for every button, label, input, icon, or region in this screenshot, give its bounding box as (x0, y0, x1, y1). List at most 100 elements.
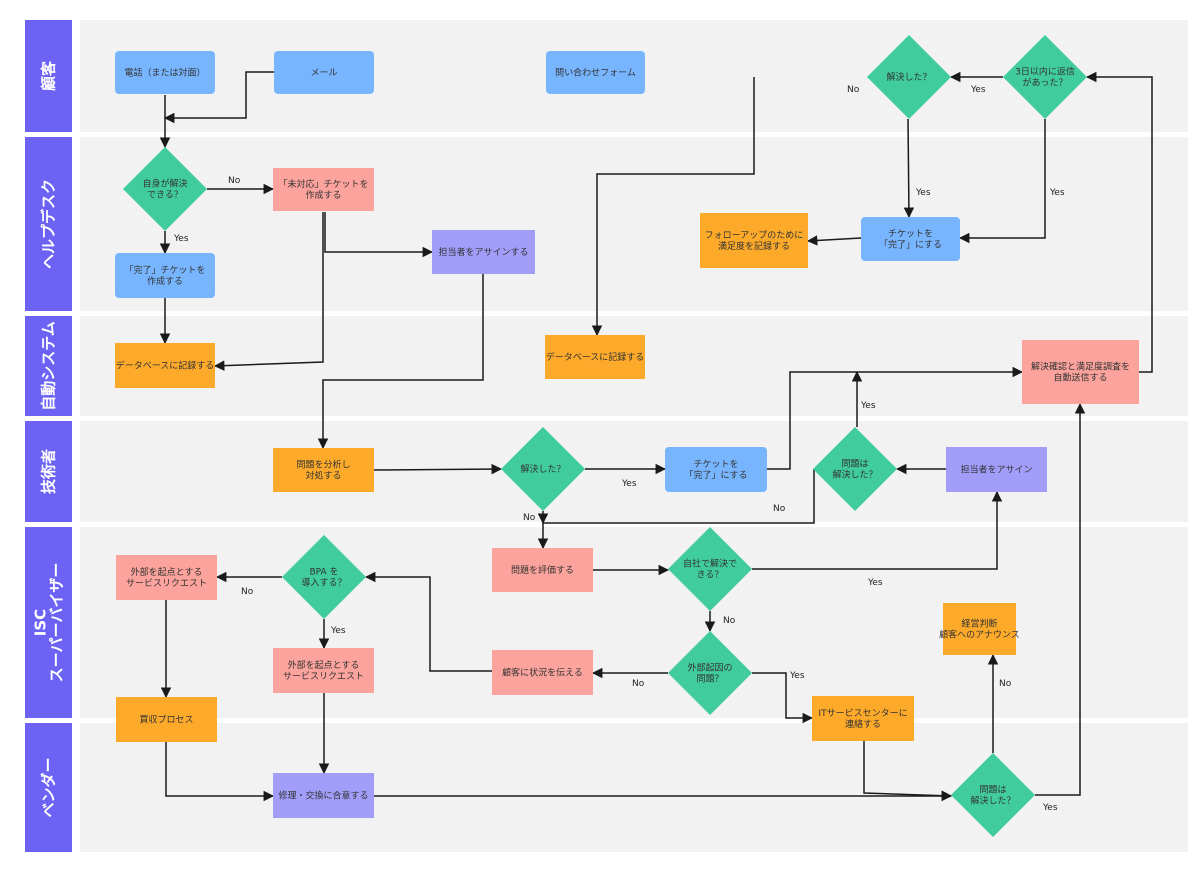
node-done-ticket-create[interactable]: 「完了」チケットを作成する (115, 253, 215, 298)
decision-diamond (1003, 35, 1087, 119)
node-label: 電話（または対面） (124, 67, 205, 79)
lane-background (80, 527, 1188, 718)
node-issue-resolved-eng[interactable]: 問題は解決した？ (813, 427, 897, 511)
node-close-ticket-eng[interactable]: チケットを「完了」にする (665, 447, 767, 492)
connector-arrow (1085, 71, 1153, 373)
connector-arrow (213, 212, 324, 371)
decision-diamond (501, 427, 585, 511)
process-box (700, 213, 808, 268)
lane-header (25, 137, 72, 311)
edge-label-no: No (999, 679, 1012, 689)
node-external-req1[interactable]: 外部を起点とするサービスリクエスト (116, 555, 217, 600)
node-assign-hd[interactable]: 担当者をアサインする (432, 230, 535, 274)
lane-label: 技術者 (40, 449, 58, 494)
lane-label: ISCスーパーバイザー (32, 563, 66, 683)
connector-arrow (537, 469, 815, 550)
connectors (159, 71, 1153, 802)
node-label: 買収プロセス (139, 714, 193, 726)
node-open-ticket[interactable]: 「未対応」チケットを作成する (273, 168, 374, 211)
process-box (273, 648, 374, 693)
process-box (116, 555, 217, 600)
edge-label-yes: Yes (789, 671, 805, 681)
node-purchase[interactable]: 買収プロセス (116, 697, 217, 742)
node-label: 問題を分析し対処する (296, 459, 350, 482)
process-box (274, 51, 374, 94)
lane-label: 顧客 (40, 60, 58, 91)
process-box (116, 697, 217, 742)
node-notify-customer[interactable]: 顧客に状況を伝える (492, 650, 593, 695)
edge-label-no: No (241, 587, 254, 597)
lane-label: ベンダー (40, 757, 58, 817)
connector-arrow (752, 490, 1003, 570)
connector-arrow (317, 274, 484, 450)
node-label: BPA を導入する？ (301, 567, 346, 589)
node-label: 「未対応」チケットを作成する (278, 178, 368, 201)
node-form[interactable]: 問い合わせフォーム (546, 51, 645, 94)
node-auto-send[interactable]: 解決確認と満足度調査を自動送信する (1022, 340, 1139, 404)
node-label: メール (310, 69, 337, 79)
connector-arrow (806, 235, 862, 246)
flow-nodes: 電話（または対面）メール問い合わせフォーム解決した？3日以内に返信があった？自身… (115, 35, 1139, 837)
connector-arrow (767, 366, 1024, 470)
node-bpa[interactable]: BPA を導入する？ (282, 535, 366, 619)
connector-arrow (373, 463, 503, 475)
process-box (545, 335, 645, 379)
node-resolved-vendor[interactable]: 問題は解決した？ (951, 753, 1035, 837)
node-label: 問題は解決した？ (970, 785, 1015, 807)
node-label: 3日以内に返信があった？ (1015, 66, 1075, 89)
node-resolved-customer[interactable]: 解決した？ (867, 35, 951, 119)
node-mail[interactable]: メール (274, 51, 374, 94)
edge-label-no: No (523, 513, 536, 523)
edge-label-no: No (773, 504, 786, 514)
node-self-resolve[interactable]: 自身が解決できる？ (123, 147, 207, 231)
node-label: データベースに記録する (546, 351, 645, 363)
process-box (115, 253, 215, 298)
node-label: 担当者をアサインする (438, 246, 528, 258)
node-label: 「完了」チケットを作成する (124, 264, 205, 287)
node-followup[interactable]: フォローアップのために満足度を記録する (700, 213, 808, 268)
node-analyze[interactable]: 問題を分析し対処する (273, 448, 374, 492)
lane-background (80, 137, 1188, 311)
process-box (665, 447, 767, 492)
node-mgmt[interactable]: 経営判断顧客へのアナウンス (939, 603, 1020, 655)
node-resolved-eng[interactable]: 解決した？ (501, 427, 585, 511)
edge-label-no: No (723, 616, 736, 626)
connector-arrow (958, 119, 1046, 244)
node-it-center[interactable]: ITサービスセンターに連絡する (812, 696, 914, 741)
node-external-cause[interactable]: 外部起因の問題？ (668, 631, 752, 715)
process-box (492, 650, 593, 695)
node-label: チケットを「完了」にする (684, 459, 747, 481)
node-db-record1[interactable]: データベースに記録する (115, 343, 215, 388)
edge-label-yes: Yes (621, 479, 637, 489)
node-label: 解決した？ (886, 71, 931, 83)
edge-label-yes: Yes (1042, 803, 1058, 813)
lane-header (25, 316, 72, 416)
lane-header (25, 20, 72, 132)
node-label: 外部を起点とするサービスリクエスト (283, 659, 364, 682)
process-box (943, 603, 1016, 655)
node-phone[interactable]: 電話（または対面） (115, 51, 215, 94)
decision-diamond (813, 427, 897, 511)
process-box (273, 773, 374, 818)
node-evaluate[interactable]: 問題を評価する (492, 548, 593, 592)
lane-label: 自動システム (40, 321, 58, 411)
node-db-record2[interactable]: データベースに記録する (545, 335, 645, 379)
node-label: 担当者をアサイン (960, 464, 1032, 476)
process-box (812, 696, 914, 741)
node-external-req2[interactable]: 外部を起点とするサービスリクエスト (273, 648, 374, 693)
node-label: 解決した？ (520, 463, 565, 475)
node-inhouse[interactable]: 自社で解決できる？ (668, 527, 752, 611)
node-label: 問題を評価する (511, 564, 574, 576)
node-label: 経営判断顧客へのアナウンス (939, 618, 1020, 641)
connector-arrow (752, 672, 814, 724)
lane-header (25, 527, 72, 718)
node-reply3days[interactable]: 3日以内に返信があった？ (1003, 35, 1087, 119)
connector-arrow (364, 571, 492, 672)
node-assign-eng[interactable]: 担当者をアサイン (946, 447, 1047, 492)
lane-header (25, 723, 72, 852)
node-close-ticket-hd[interactable]: チケットを「完了」にする (861, 217, 960, 261)
node-repair[interactable]: 修理・交換に合意する (273, 773, 374, 818)
node-label: 問題は解決した？ (832, 459, 877, 481)
edge-label-yes: Yes (860, 401, 876, 411)
